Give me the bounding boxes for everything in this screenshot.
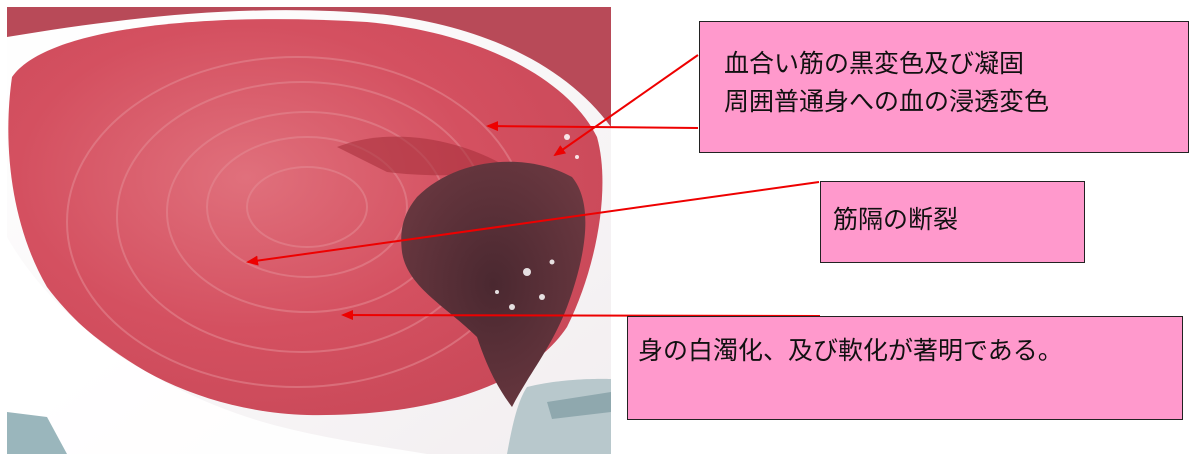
arrow-septum: [246, 181, 820, 266]
label-blood-muscle-line-1: 血合い筋の黒変色及び凝固: [724, 49, 1025, 78]
label-flesh-whitening-line-1: 身の白濁化、及び軟化が著明である。: [638, 336, 1063, 365]
arrow-whitening: [341, 310, 821, 321]
label-septum-rupture-line-1: 筋隔の断裂: [833, 205, 959, 234]
arrow-surrounding-flesh: [553, 54, 699, 157]
label-septum-rupture: 筋隔の断裂: [820, 181, 1085, 263]
arrow-blood-muscle: [486, 121, 699, 132]
label-blood-muscle: 血合い筋の黒変色及び凝固 周囲普通身への血の浸透変色: [699, 21, 1189, 153]
label-blood-muscle-line-2: 周囲普通身への血の浸透変色: [724, 87, 1050, 116]
label-flesh-whitening: 身の白濁化、及び軟化が著明である。: [627, 316, 1183, 420]
